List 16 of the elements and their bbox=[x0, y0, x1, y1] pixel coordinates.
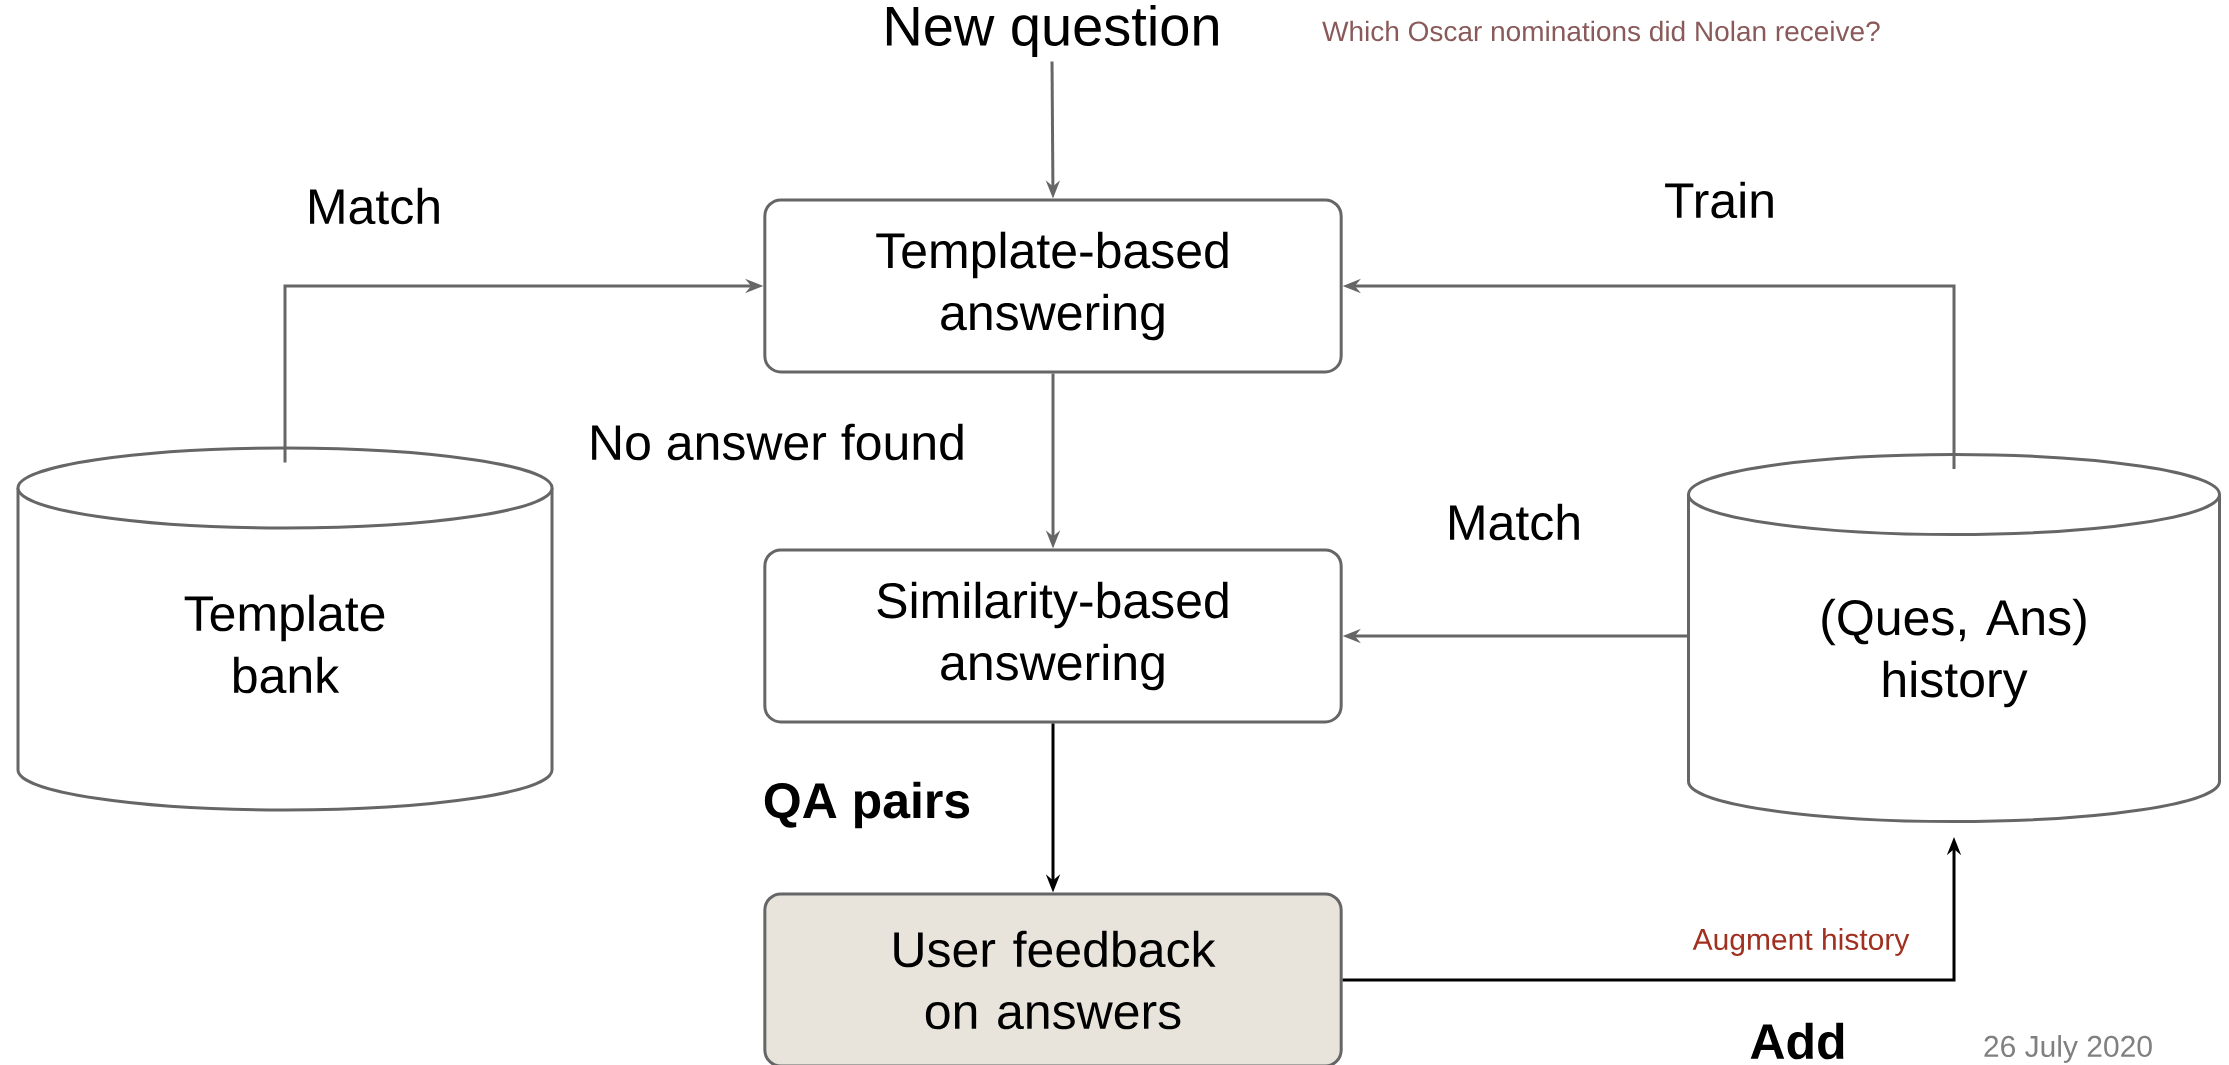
edge-label: No answer found bbox=[584, 419, 970, 465]
database-cylinder: (Ques, Ans) history bbox=[1687, 453, 2221, 823]
process-box: User feedback on answers bbox=[763, 892, 1343, 1065]
edge-label: Match bbox=[301, 183, 447, 229]
database-cylinder: Template bank bbox=[16, 446, 554, 812]
note-text: Add bbox=[1750, 1022, 1844, 1060]
node-label: (Ques, Ans) history bbox=[1822, 598, 2086, 708]
process-box: Template-based answering bbox=[763, 198, 1343, 374]
edge-label: Match bbox=[1441, 499, 1587, 545]
question-text: New question bbox=[886, 4, 1218, 58]
edge-label: Augment history bbox=[1688, 924, 1914, 960]
date-text: 26 July 2020 bbox=[1984, 1035, 2152, 1063]
edge-label: QA pairs bbox=[758, 777, 976, 833]
edge-label: Train bbox=[1660, 177, 1781, 223]
process-box: Similarity-based answering bbox=[763, 548, 1343, 724]
example-question: Which Oscar nominations did Nolan receive? bbox=[1322, 20, 1880, 42]
